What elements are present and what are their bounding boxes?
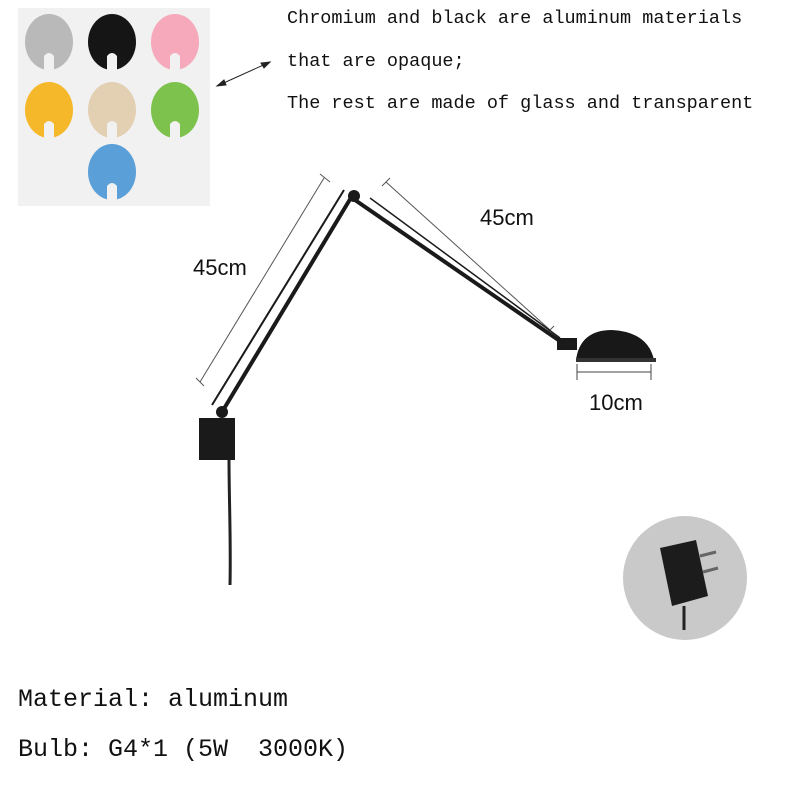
pointer-arrow xyxy=(215,61,272,87)
lower-arm-length-label: 45cm xyxy=(193,255,247,280)
swatch-yellow xyxy=(25,82,73,138)
dimension-line-shade xyxy=(576,364,652,380)
power-adapter-image xyxy=(623,516,747,640)
lamp-shade xyxy=(576,330,654,360)
swatch-green xyxy=(151,82,199,138)
material-note-line-1: Chromium and black are aluminum material… xyxy=(287,8,743,29)
dimension-line-upper-arm xyxy=(381,177,555,335)
swatch-black xyxy=(88,14,136,70)
upper-arm-length-label: 45cm xyxy=(480,205,534,230)
swatch-blue xyxy=(88,144,136,200)
material-note-line-2: that are opaque; xyxy=(287,51,465,72)
dimension-line-lower-arm xyxy=(195,173,331,387)
material-spec: Material: aluminum xyxy=(18,685,289,714)
swatch-chromium xyxy=(25,14,73,70)
material-note-line-3: The rest are made of glass and transpare… xyxy=(287,93,754,114)
swatch-beige xyxy=(88,82,136,138)
wall-lamp xyxy=(199,189,656,586)
wall-mount-base xyxy=(199,418,235,460)
power-cord xyxy=(227,457,232,586)
swatch-pink xyxy=(151,14,199,70)
shade-diameter-label: 10cm xyxy=(589,390,643,415)
bulb-spec: Bulb: G4*1 (5W 3000K) xyxy=(18,735,349,764)
